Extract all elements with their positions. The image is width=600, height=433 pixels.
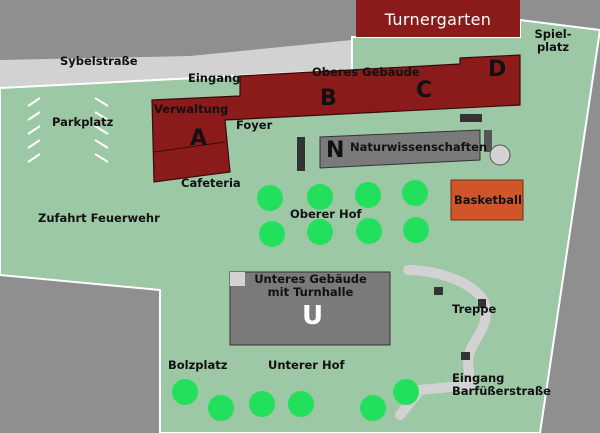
basketball-court (450, 179, 524, 221)
building-b-letter: B (320, 86, 337, 111)
map-title: Turnergarten (384, 10, 492, 29)
label-basketball: Basketball (454, 193, 522, 207)
parking-lines (27, 97, 109, 163)
campus-grounds (0, 18, 600, 433)
label-unteres-gebaeude-line2: mit Turnhalle (267, 285, 354, 300)
stairs-n-top (460, 114, 482, 122)
stairs-n-right (484, 130, 492, 152)
label-cafeteria: Cafeteria (181, 176, 241, 190)
building-d-letter: D (488, 57, 507, 82)
building-n-letter: N (326, 138, 345, 163)
building-c-letter: C (416, 78, 433, 103)
label-eingang-barfuesser-line2: Barfüßerstraße (452, 384, 551, 399)
label-unteres-gebaeude: Unteres Gebäude mit Turnhalle (238, 272, 383, 300)
label-oberes-gebaeude: Oberes Gebäude (312, 65, 420, 79)
label-spielplatz: Spiel- platz (528, 27, 578, 55)
label-unterer-hof: Unterer Hof (268, 358, 345, 372)
building-a-letter: A (190, 126, 208, 151)
label-unteres-gebaeude-line1: Unteres Gebäude (254, 272, 367, 286)
label-eingang-barfuesser-line1: Eingang (452, 371, 505, 385)
building-n (319, 129, 481, 169)
trees-oberer-hof (257, 180, 429, 247)
stairs-n-left (297, 137, 305, 171)
building-u (229, 271, 391, 346)
label-foyer: Foyer (236, 118, 273, 132)
roundabout-circle (489, 144, 511, 166)
label-eingang-barfuesserstrasse: Eingang Barfüßerstraße (452, 371, 551, 399)
treppe-steps (434, 287, 486, 360)
label-spielplatz-line2: platz (536, 40, 570, 55)
label-naturwissenschaften: Naturwissenschaften (350, 140, 488, 154)
label-zufahrt-feuerwehr: Zufahrt Feuerwehr (38, 211, 160, 225)
label-parkplatz: Parkplatz (52, 115, 114, 129)
building-a-divider (153, 141, 226, 153)
label-eingang: Eingang (188, 71, 241, 85)
label-verwaltung: Verwaltung (154, 102, 229, 116)
building-u-annex (230, 272, 245, 286)
title-banner: Turnergarten (356, 0, 520, 37)
label-spielplatz-line1: Spiel- (534, 27, 572, 41)
label-sybelstrasse: Sybelstraße (60, 54, 138, 68)
building-main-complex (151, 54, 521, 183)
label-bolzplatz: Bolzplatz (168, 358, 228, 372)
building-u-letter: U (302, 301, 324, 331)
sybelstrasse-road (0, 40, 352, 90)
trees-unterer-hof (172, 379, 419, 421)
label-treppe: Treppe (452, 302, 497, 316)
label-oberer-hof: Oberer Hof (290, 207, 362, 221)
